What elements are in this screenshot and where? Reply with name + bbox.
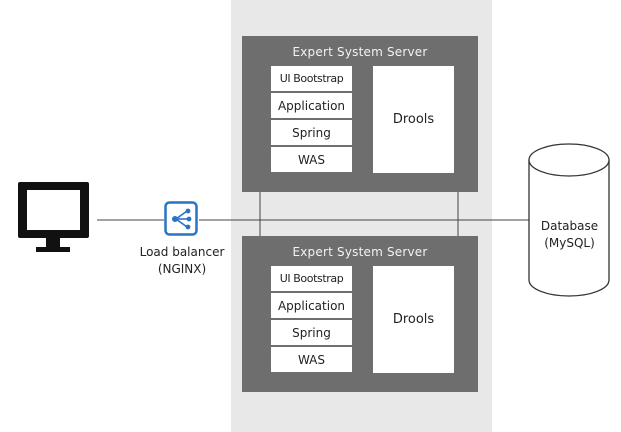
layer-was: WAS (271, 147, 352, 172)
server-title: Expert System Server (292, 245, 428, 259)
monitor-icon (18, 182, 89, 252)
expert-system-server-1: Expert System Server UI Bootstrap Applic… (242, 36, 478, 192)
layer-application: Application (271, 293, 352, 318)
database-engine: (MySQL) (544, 236, 595, 250)
layer-ui-bootstrap: UI Bootstrap (271, 266, 352, 291)
database-name: Database (540, 219, 599, 233)
layer-was: WAS (271, 347, 352, 372)
layer-application: Application (271, 93, 352, 118)
expert-system-server-2: Expert System Server UI Bootstrap Applic… (242, 236, 478, 392)
software-stack: UI Bootstrap Application Spring WAS (271, 66, 352, 174)
database-label: Database (MySQL) (527, 218, 612, 252)
drools-engine: Drools (373, 266, 454, 373)
load-balancer-software: (NGINX) (157, 262, 207, 276)
cylinder-icon (528, 143, 610, 297)
software-stack: UI Bootstrap Application Spring WAS (271, 266, 352, 374)
layer-ui-bootstrap: UI Bootstrap (271, 66, 352, 91)
layer-spring: Spring (271, 320, 352, 345)
drools-engine: Drools (373, 66, 454, 173)
load-balancer-name: Load balancer (139, 245, 225, 259)
load-balancer-label: Load balancer (NGINX) (128, 244, 236, 278)
server-title: Expert System Server (292, 45, 428, 59)
network-hub-icon (164, 201, 198, 236)
layer-spring: Spring (271, 120, 352, 145)
